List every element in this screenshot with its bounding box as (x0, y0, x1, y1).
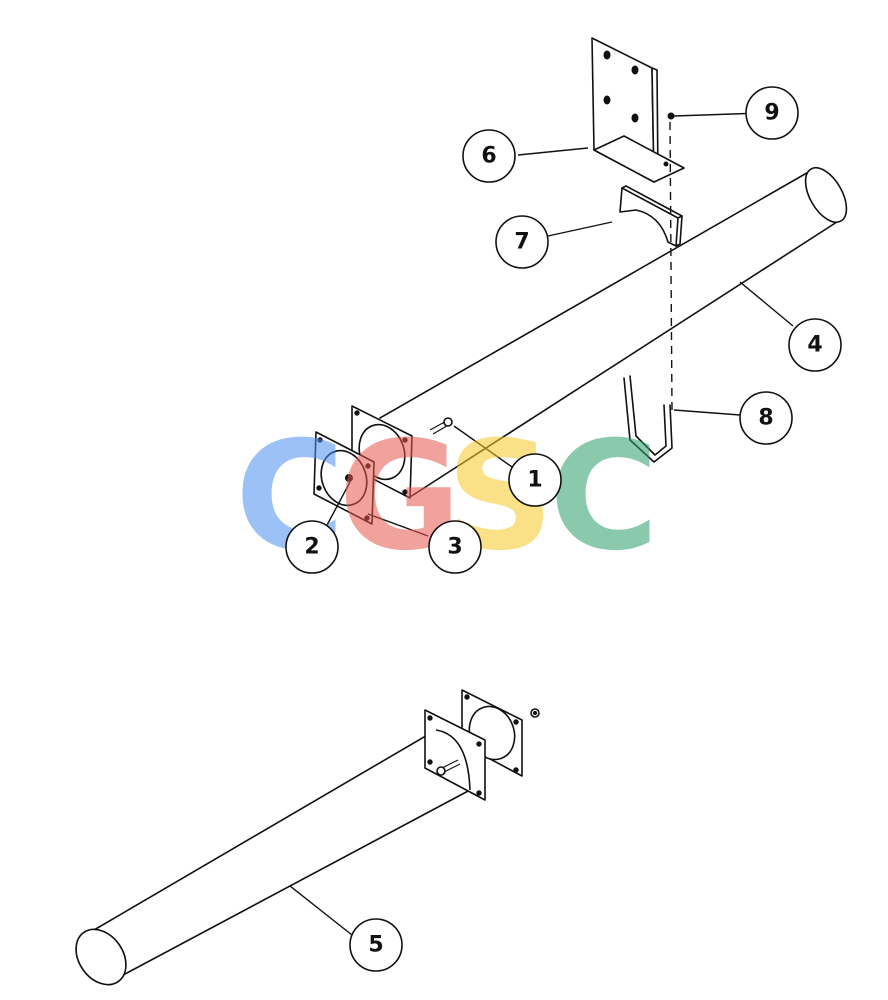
hidden-line (669, 121, 673, 411)
callout-1-label: 1 (527, 468, 542, 493)
callout-5-label: 5 (368, 933, 383, 958)
callout-9-label: 9 (764, 101, 779, 126)
callout-2: 2 (285, 520, 339, 574)
callout-6-label: 6 (481, 144, 496, 169)
screw (667, 112, 675, 120)
watermark-letter-4: C (549, 410, 659, 584)
nut-lower (530, 708, 540, 718)
callout-4-label: 4 (807, 333, 822, 358)
bolt-lower (436, 759, 461, 776)
tube-lower-end (435, 729, 471, 791)
tube-lower (75, 729, 471, 986)
callout-9: 9 (745, 86, 799, 140)
callout-8: 8 (739, 391, 793, 445)
callout-6: 6 (462, 129, 516, 183)
flange-inner (313, 431, 375, 525)
nut-upper (345, 474, 353, 482)
callout-7-label: 7 (514, 230, 529, 255)
callout-5: 5 (349, 918, 403, 972)
callout-8-label: 8 (758, 406, 773, 431)
saddle-pad (619, 185, 683, 247)
callout-4: 4 (788, 318, 842, 372)
tube-upper (379, 167, 848, 498)
bolt-upper (429, 417, 453, 435)
callout-1: 1 (508, 453, 562, 507)
callout-7: 7 (495, 215, 549, 269)
callout-3: 3 (428, 520, 482, 574)
callout-2-label: 2 (304, 535, 319, 560)
callout-3-label: 3 (447, 535, 462, 560)
mounting-bracket (591, 37, 685, 183)
u-bolt (623, 375, 673, 463)
